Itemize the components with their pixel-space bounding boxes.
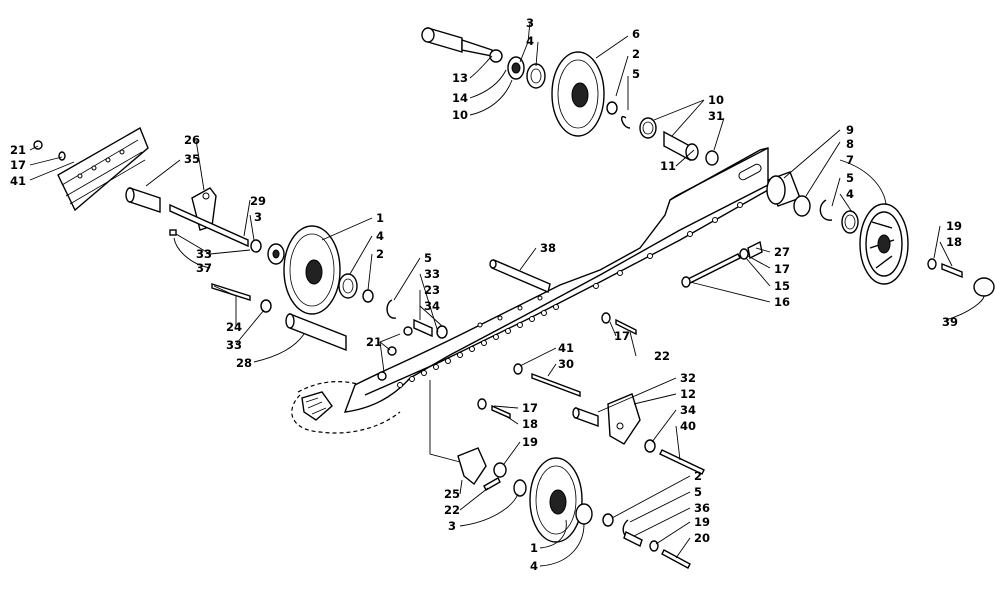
callout-labels: 13 14 10 3 4 6 2 5 10 31 11 9 8 7 5 4 19… [10,16,962,573]
callout-41: 41 [558,341,574,355]
callout-2: 2 [694,469,702,483]
rear-wheel-assembly [766,171,995,297]
callout-18: 18 [946,235,962,249]
callout-25: 25 [444,487,460,501]
callout-24: 24 [226,320,242,334]
callout-35: 35 [184,152,200,166]
callout-10: 10 [708,93,724,107]
callout-34: 34 [424,299,440,313]
callout-22: 22 [654,349,670,363]
callout-18: 18 [522,417,538,431]
callout-10: 10 [452,108,468,122]
callout-9: 9 [846,123,854,137]
rear-rail-fragment [57,126,149,212]
callout-22: 22 [444,503,460,517]
callout-41: 41 [10,174,26,188]
lower-wheel-assembly [529,457,691,569]
callout-3: 3 [254,210,262,224]
callout-21: 21 [10,143,26,157]
callout-11: 11 [660,159,676,173]
callout-34: 34 [680,403,696,417]
callout-5: 5 [632,67,640,81]
callout-13: 13 [452,71,468,85]
main-rail [291,147,769,434]
callout-7: 7 [846,153,854,167]
callout-3: 3 [526,16,534,30]
callout-2: 2 [632,47,640,61]
rail-holes [397,202,743,388]
top-wheel-assembly [421,27,719,166]
callout-12: 12 [680,387,696,401]
callout-15: 15 [774,279,790,293]
callout-31: 31 [708,109,724,123]
callout-2: 2 [376,247,384,261]
bolt-16-assembly [681,240,763,288]
callout-36: 36 [694,501,710,515]
callout-19: 19 [694,515,710,529]
callout-39: 39 [942,315,958,329]
callout-17: 17 [522,401,538,415]
callout-4: 4 [526,34,534,48]
callout-40: 40 [680,419,696,433]
callout-33: 33 [424,267,440,281]
callout-5: 5 [846,171,854,185]
leader-lines [29,21,985,567]
callout-33: 33 [226,338,242,352]
callout-32: 32 [680,371,696,385]
left-arm-assembly [33,140,448,381]
callout-17: 17 [774,262,790,276]
callout-19: 19 [522,435,538,449]
callout-5: 5 [694,485,702,499]
callout-33: 33 [196,247,212,261]
callout-29: 29 [250,194,266,208]
callout-17: 17 [614,329,630,343]
callout-4: 4 [846,187,854,201]
callout-3: 3 [448,519,456,533]
callout-27: 27 [774,245,790,259]
callout-17: 17 [10,158,26,172]
callout-1: 1 [376,211,384,225]
callout-21: 21 [366,335,382,349]
callout-8: 8 [846,137,854,151]
middle-hardware [457,312,705,497]
callout-4: 4 [530,559,538,573]
callout-26: 26 [184,133,200,147]
callout-1: 1 [530,541,538,555]
callout-19: 19 [946,219,962,233]
callout-23: 23 [424,283,440,297]
callout-16: 16 [774,295,790,309]
callout-30: 30 [558,357,574,371]
callout-4: 4 [376,229,384,243]
callout-6: 6 [632,27,640,41]
callout-20: 20 [694,531,710,545]
callout-14: 14 [452,91,468,105]
callout-38: 38 [540,241,556,255]
callout-5: 5 [424,251,432,265]
callout-28: 28 [236,356,252,370]
shaft-38 [489,259,551,293]
callout-37: 37 [196,261,212,275]
